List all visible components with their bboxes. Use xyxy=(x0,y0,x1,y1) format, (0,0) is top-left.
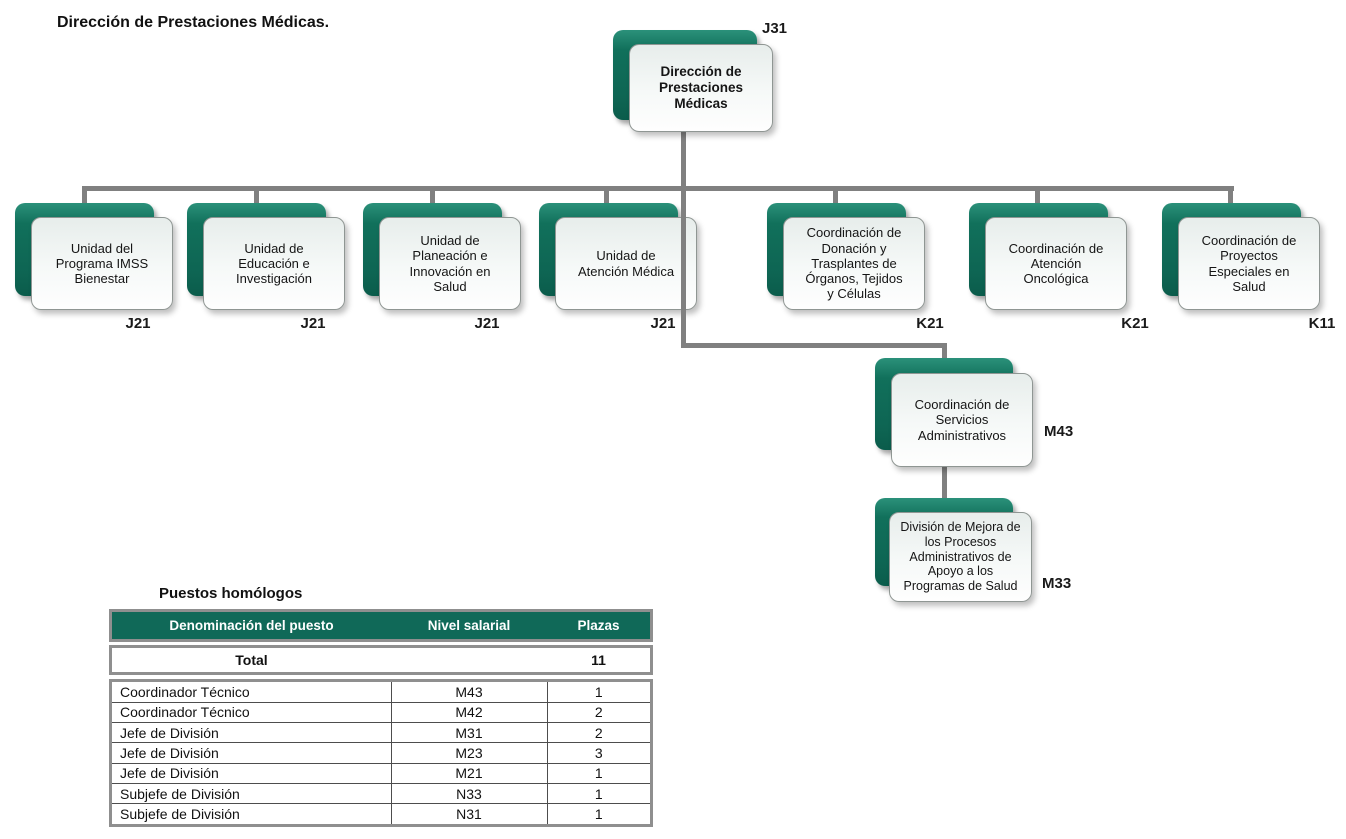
table-total-row: Total 11 xyxy=(109,645,653,675)
cell-plazas: 1 xyxy=(546,803,650,824)
grade-label-k21-2: K21 xyxy=(1121,315,1149,332)
cell-denominacion: Subjefe de División xyxy=(112,782,392,805)
node-title: División de Mejora de los Procesos Admin… xyxy=(900,520,1021,594)
org-node-division-mejora-procesos: División de Mejora de los Procesos Admin… xyxy=(889,512,1032,602)
total-label: Total xyxy=(235,652,268,668)
org-node-coordinacion-servicios-administrativos: Coordinación de Servicios Administrativo… xyxy=(891,373,1033,467)
grade-label-k21-1: K21 xyxy=(916,315,944,332)
page-title: Dirección de Prestaciones Médicas. xyxy=(57,14,330,31)
cell-nivel: N33 xyxy=(390,782,548,805)
node-title: Unidad del Programa IMSS Bienestar xyxy=(55,240,149,287)
connector-admin-branch-horizontal xyxy=(681,343,947,348)
total-plazas-value: 11 xyxy=(591,652,606,668)
cell-plazas: 1 xyxy=(546,682,650,703)
connector-stub-6 xyxy=(1035,186,1040,206)
cell-denominacion: Jefe de División xyxy=(112,762,392,784)
connector-stub-2 xyxy=(254,186,259,206)
grade-label-j21-4: J21 xyxy=(650,315,676,332)
node-title: Dirección de Prestaciones Médicas xyxy=(658,64,744,111)
org-node-coordinacion-atencion-oncologica: Coordinación de Atención Oncológica xyxy=(985,217,1127,310)
cell-nivel: M42 xyxy=(390,701,548,724)
cell-plazas: 2 xyxy=(546,722,650,744)
cell-plazas: 2 xyxy=(546,701,650,724)
cell-nivel: M31 xyxy=(390,722,548,744)
table-row: Subjefe de División N33 1 xyxy=(112,782,650,805)
connector-admin-to-division xyxy=(942,465,947,515)
node-title: Unidad de Planeación e Innovación en Sal… xyxy=(409,232,491,294)
node-title: Coordinación de Donación y Trasplantes d… xyxy=(805,225,903,302)
column-header-plazas: Plazas xyxy=(577,618,620,633)
table-row: Jefe de División M31 2 xyxy=(112,722,650,744)
node-title: Unidad de Educación e Investigación xyxy=(236,240,312,287)
table-row: Jefe de División M23 3 xyxy=(112,742,650,764)
table-row: Subjefe de División N31 1 xyxy=(112,803,650,824)
org-node-unidad-programa-imss-bienestar: Unidad del Programa IMSS Bienestar xyxy=(31,217,173,310)
node-title: Coordinación de Atención Oncológica xyxy=(1008,240,1104,287)
node-title: Unidad de Atención Médica xyxy=(577,248,675,279)
node-title: Coordinación de Servicios Administrativo… xyxy=(914,397,1010,443)
grade-label-j31: J31 xyxy=(762,20,788,37)
connector-stub-7 xyxy=(1228,186,1233,206)
connector-admin-branch-vertical xyxy=(681,186,686,347)
connector-root-stem xyxy=(681,130,686,188)
cell-plazas: 3 xyxy=(546,742,650,764)
node-title: Coordinación de Proyectos Especiales en … xyxy=(1201,232,1297,294)
org-node-coordinacion-donacion-trasplantes: Coordinación de Donación y Trasplantes d… xyxy=(783,217,925,310)
cell-denominacion: Coordinador Técnico xyxy=(112,682,392,703)
grade-label-m33: M33 xyxy=(1042,575,1072,592)
org-node-coordinacion-proyectos-especiales: Coordinación de Proyectos Especiales en … xyxy=(1178,217,1320,310)
positions-table: Coordinador Técnico M43 1 Coordinador Té… xyxy=(109,679,653,827)
connector-stub-1 xyxy=(82,186,87,206)
table-title: Puestos homólogos xyxy=(159,585,303,602)
cell-denominacion: Subjefe de División xyxy=(112,803,392,824)
org-node-unidad-planeacion-innovacion: Unidad de Planeación e Innovación en Sal… xyxy=(379,217,521,310)
cell-nivel: N31 xyxy=(390,803,548,824)
cell-plazas: 1 xyxy=(546,762,650,784)
cell-denominacion: Coordinador Técnico xyxy=(112,701,392,724)
connector-admin-branch-drop xyxy=(942,343,947,365)
cell-nivel: M21 xyxy=(390,762,548,784)
org-node-direccion-prestaciones-medicas: Dirección de Prestaciones Médicas xyxy=(629,44,773,132)
cell-denominacion: Jefe de División xyxy=(112,722,392,744)
connector-level2-row-line xyxy=(82,186,1234,191)
table-header-row: Denominación del puesto Nivel salarial P… xyxy=(109,609,653,642)
table-row: Coordinador Técnico M42 2 xyxy=(112,701,650,724)
cell-plazas: 1 xyxy=(546,782,650,805)
grade-label-m43: M43 xyxy=(1044,423,1074,440)
connector-stub-5 xyxy=(833,186,838,206)
grade-label-k11: K11 xyxy=(1308,315,1336,332)
cell-denominacion: Jefe de División xyxy=(112,742,392,764)
grade-label-j21-3: J21 xyxy=(474,315,500,332)
cell-nivel: M23 xyxy=(390,742,548,764)
column-header-denominacion: Denominación del puesto xyxy=(169,618,334,633)
grade-label-j21-2: J21 xyxy=(300,315,326,332)
org-node-unidad-atencion-medica: Unidad de Atención Médica xyxy=(555,217,697,310)
org-node-unidad-educacion-investigacion: Unidad de Educación e Investigación xyxy=(203,217,345,310)
grade-label-j21-1: J21 xyxy=(125,315,151,332)
table-row: Jefe de División M21 1 xyxy=(112,762,650,784)
cell-nivel: M43 xyxy=(390,682,548,703)
connector-stub-4 xyxy=(604,186,609,206)
column-header-nivel-salarial: Nivel salarial xyxy=(427,618,511,633)
connector-stub-3 xyxy=(430,186,435,206)
table-row: Coordinador Técnico M43 1 xyxy=(112,682,650,703)
